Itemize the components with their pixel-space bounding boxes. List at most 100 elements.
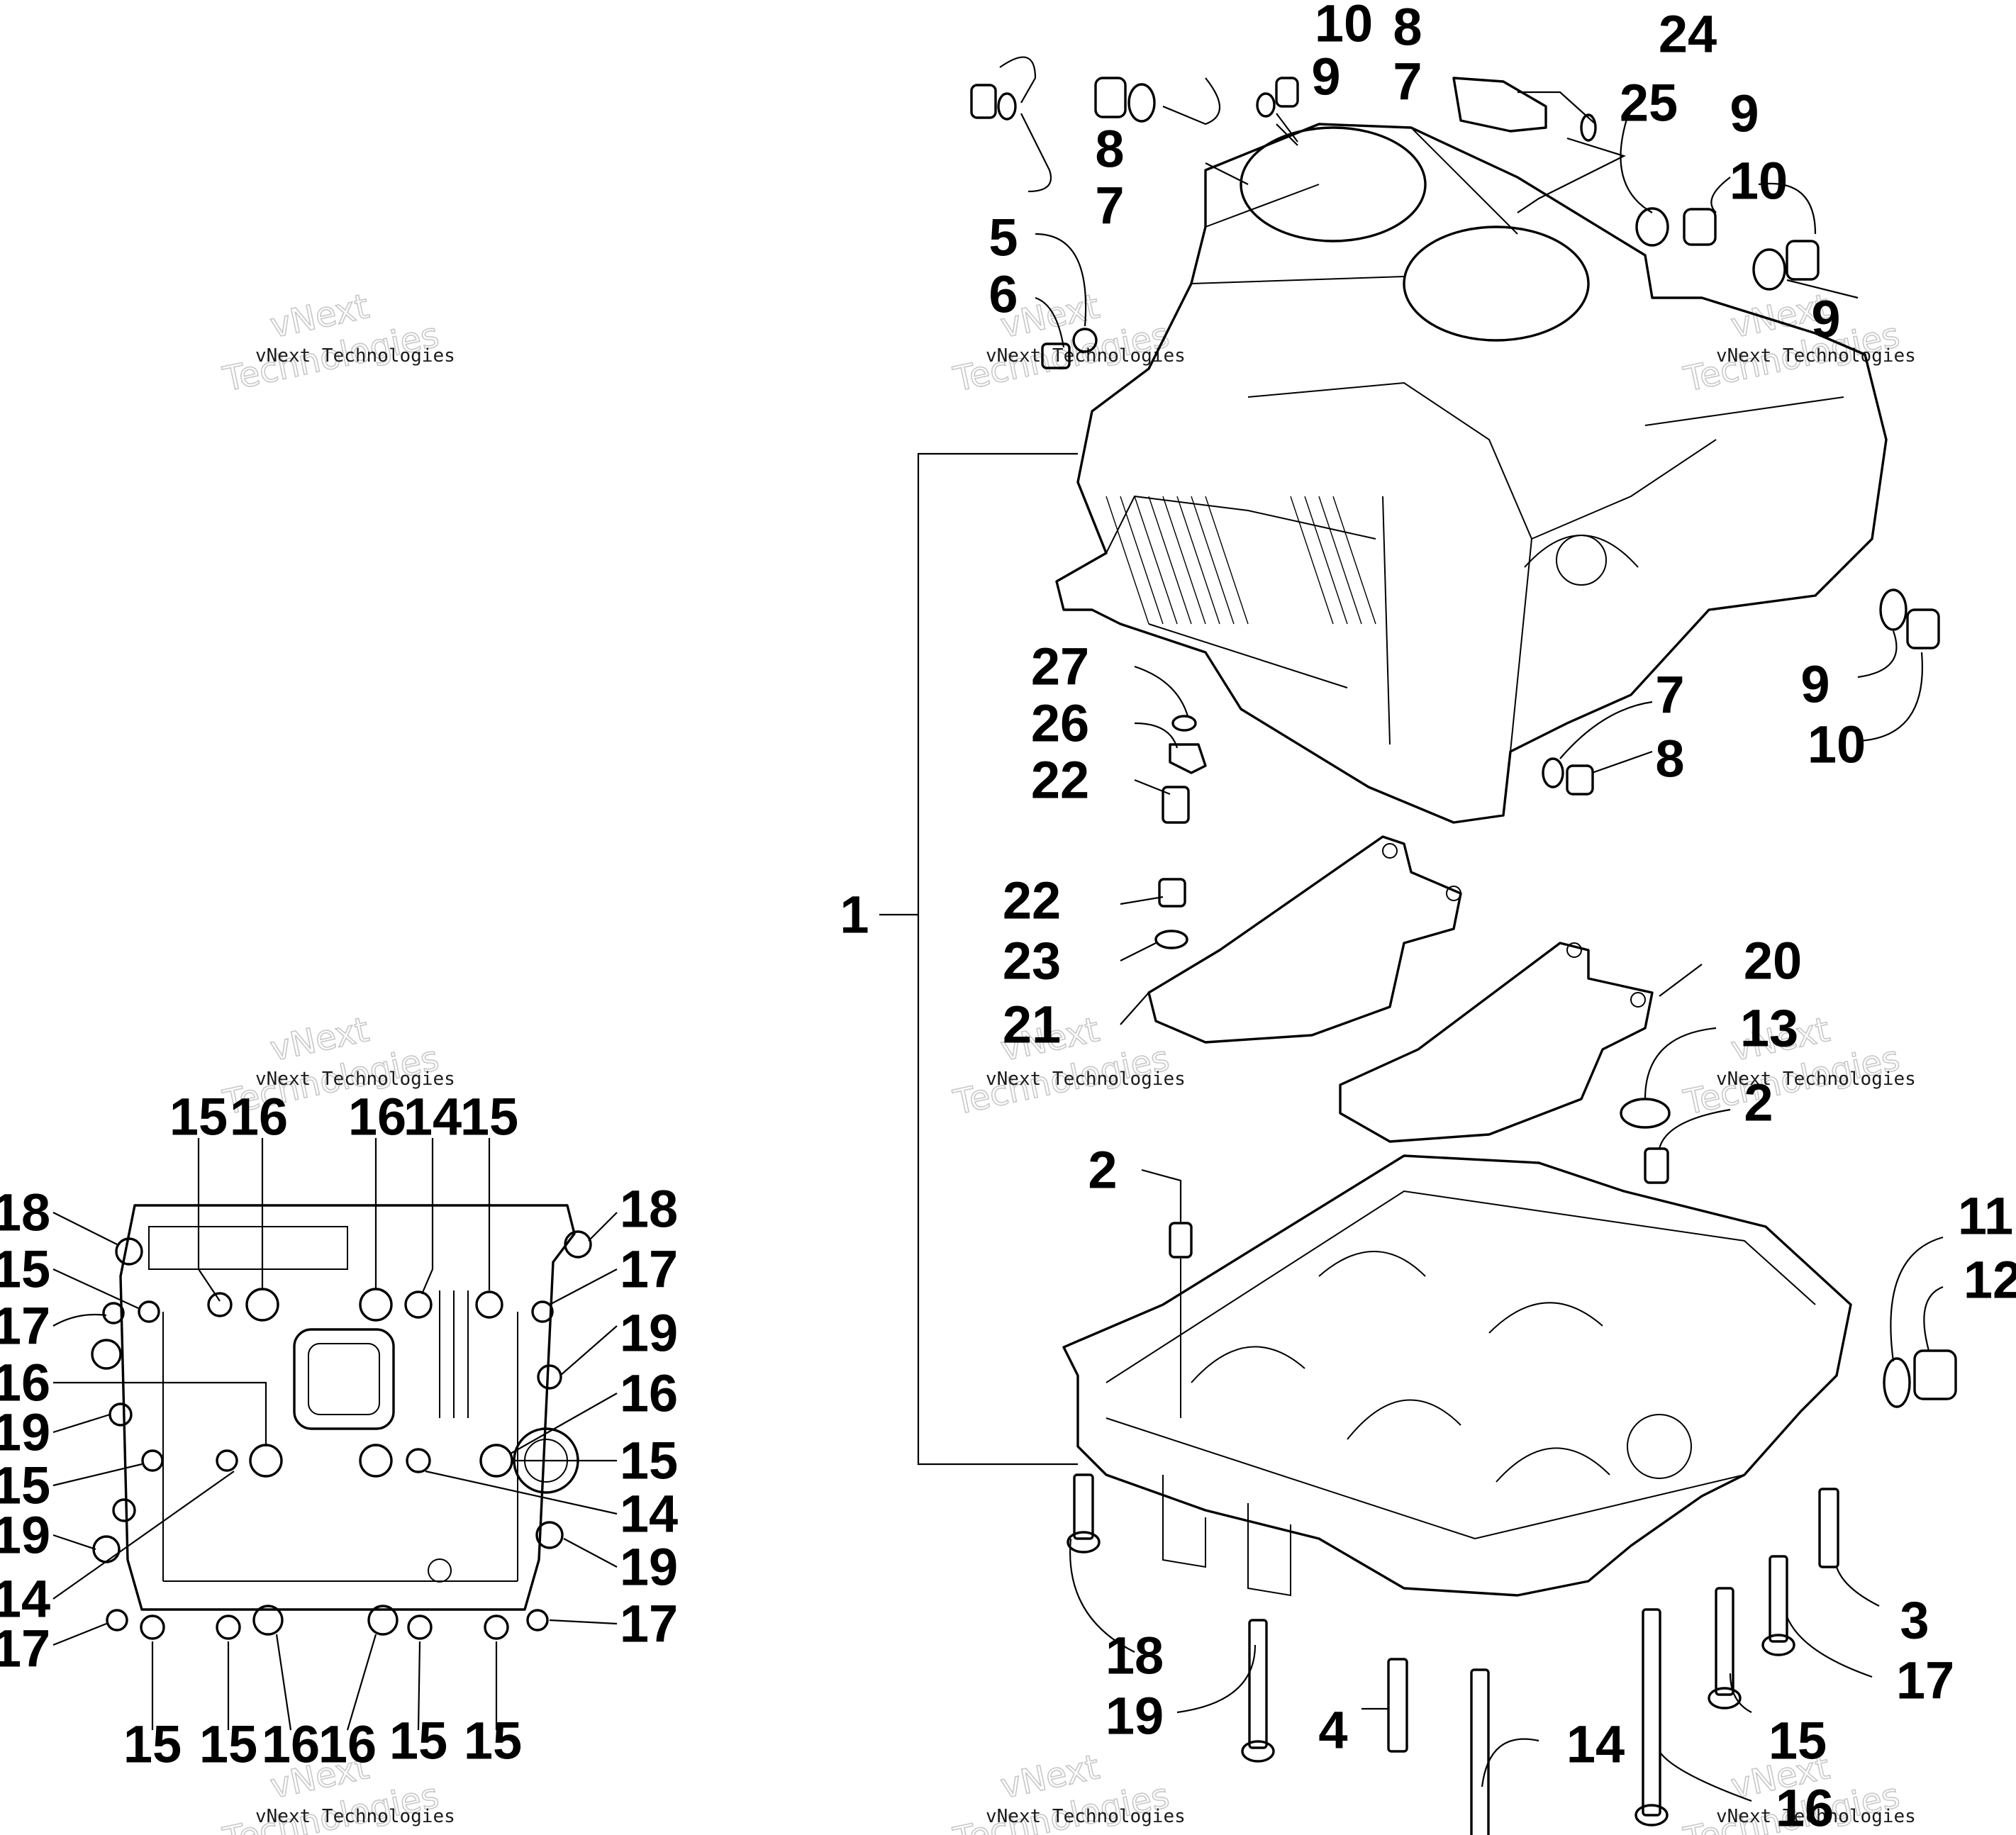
watermark-company: vNext Technologies	[255, 1806, 455, 1827]
callout-15: 15	[464, 1712, 522, 1770]
callout-16: 16	[0, 1354, 50, 1412]
watermark-company: vNext Technologies	[986, 1806, 1186, 1827]
callout-14: 14	[403, 1088, 462, 1147]
crankcase-bottom-view	[52, 1138, 618, 1731]
callout-18: 18	[0, 1183, 50, 1242]
washer-icon	[1256, 92, 1276, 118]
fasteners	[970, 77, 1957, 1835]
callout-7: 7	[1095, 177, 1124, 235]
bolt-icon	[1642, 1608, 1661, 1817]
washer-icon	[997, 92, 1017, 121]
callout-18: 18	[1106, 1627, 1164, 1685]
watermark-company: vNext Technologies	[255, 1069, 455, 1090]
callout-17: 17	[0, 1297, 50, 1356]
baffle-plate-20	[1339, 942, 1654, 1143]
callout-10: 10	[1808, 715, 1866, 774]
watermark-company: vNext Technologies	[1716, 1806, 1916, 1827]
callout-19: 19	[0, 1506, 50, 1565]
plug-icon	[1906, 608, 1940, 649]
callout-17: 17	[620, 1240, 678, 1299]
bolt-icon	[1248, 1619, 1268, 1749]
callout-9: 9	[1811, 290, 1840, 349]
oil-pan-fins	[1106, 496, 1376, 625]
callout-6: 6	[988, 265, 1018, 324]
callout-1: 1	[840, 886, 869, 944]
bolt-holes	[91, 1230, 592, 1640]
callout-14: 14	[1566, 1715, 1625, 1774]
callout-25: 25	[1620, 74, 1678, 133]
plug-icon	[1041, 342, 1071, 369]
callout-23: 23	[1003, 932, 1061, 991]
callout-16: 16	[318, 1715, 377, 1774]
callout-16: 16	[620, 1364, 678, 1423]
callout-22: 22	[1003, 871, 1061, 930]
callout-16: 16	[230, 1088, 288, 1147]
cylinder-bore-rear	[1403, 225, 1590, 342]
callout-19: 19	[620, 1538, 678, 1597]
callout-13: 13	[1740, 999, 1798, 1058]
watermark-company: vNext Technologies	[986, 1069, 1186, 1090]
bolt-icon	[1715, 1587, 1734, 1696]
callout-12: 12	[1964, 1251, 2016, 1310]
callout-10: 10	[1730, 152, 1788, 211]
callout-15: 15	[620, 1432, 678, 1490]
callout-9: 9	[1311, 48, 1340, 106]
callout-15: 15	[199, 1715, 257, 1774]
callout-22: 22	[1031, 751, 1089, 810]
plug-icon	[1683, 208, 1717, 246]
watermark: vNext Technologies vNext Technologies	[949, 286, 1186, 400]
callout-24: 24	[1659, 5, 1717, 64]
callout-15: 15	[123, 1715, 182, 1774]
watermark-company: vNext Technologies	[255, 345, 455, 367]
sensor-icon	[1452, 77, 1547, 133]
bolt-icon	[1162, 786, 1190, 824]
bolt-head-icon	[1241, 1740, 1275, 1763]
callout-19: 19	[1106, 1687, 1164, 1746]
callout-10: 10	[1315, 0, 1373, 53]
plug-icon	[970, 84, 997, 119]
callout-21: 21	[1003, 995, 1061, 1054]
callout-15: 15	[460, 1088, 518, 1147]
washer-icon	[1883, 1357, 1911, 1408]
watermark-company: vNext Technologies	[1716, 1069, 1916, 1090]
washer-icon	[1580, 113, 1597, 142]
stud-icon	[1387, 1658, 1408, 1753]
plug-icon	[1566, 764, 1594, 796]
callout-20: 20	[1744, 932, 1802, 991]
washer-icon	[1154, 930, 1188, 949]
washer-icon	[1752, 248, 1786, 291]
dowel-pin-icon	[1169, 1222, 1193, 1259]
watermarks: vNext Technologies vNext Technologies vN…	[219, 286, 1916, 1835]
callout-14: 14	[620, 1485, 678, 1544]
callout-16: 16	[348, 1088, 406, 1147]
callout-8: 8	[1655, 730, 1684, 788]
baffle-plate-21	[1147, 835, 1462, 1044]
washer-icon	[1171, 715, 1197, 732]
callout-19: 19	[620, 1304, 678, 1363]
callout-15: 15	[0, 1456, 50, 1515]
lower-crankcase	[1062, 1154, 1852, 1597]
callout-4: 4	[1318, 1701, 1347, 1760]
dowel-pin-icon	[1644, 1147, 1669, 1184]
callout-26: 26	[1031, 694, 1089, 753]
callout-8: 8	[1095, 120, 1124, 179]
bolt-icon	[1470, 1668, 1490, 1835]
bolt-icon	[1769, 1555, 1788, 1643]
callout-15: 15	[169, 1088, 228, 1147]
leader-lines	[999, 56, 1944, 1802]
leader-lines	[52, 1138, 618, 1731]
watermark: vNext Technologies vNext Technologies	[1680, 286, 1916, 400]
stud-icon	[1818, 1488, 1839, 1568]
baffle-plates	[1147, 835, 1654, 1143]
washer-icon	[1879, 589, 1908, 631]
washer-icon	[1127, 83, 1156, 123]
washer-icon	[1542, 757, 1564, 788]
upper-crankcase	[1055, 123, 1888, 824]
callout-15: 15	[389, 1712, 447, 1770]
callout-3: 3	[1900, 1591, 1929, 1650]
bolt-icon	[1073, 1473, 1094, 1540]
bolt-head-icon	[1761, 1634, 1795, 1656]
plug-icon	[1275, 77, 1299, 108]
callout-17: 17	[620, 1595, 678, 1653]
